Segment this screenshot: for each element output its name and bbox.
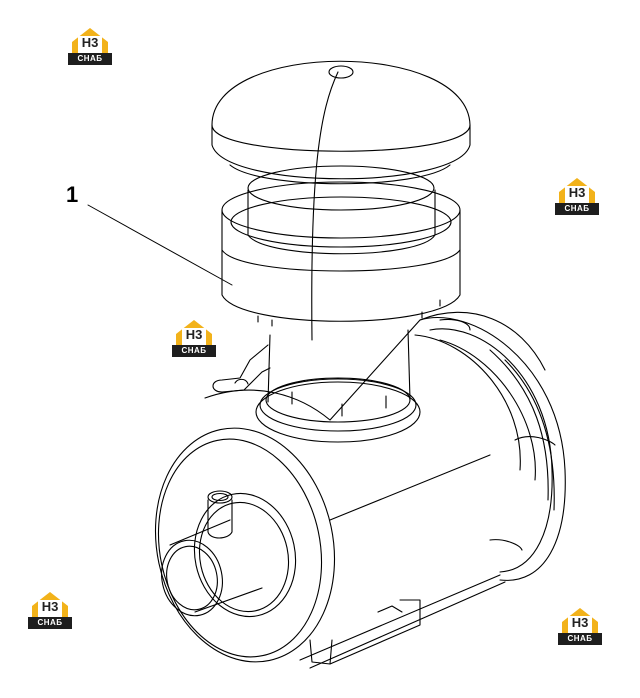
house-logo-icon [68,28,112,65]
house-logo-icon [172,320,216,357]
precleaner-cap [211,60,471,341]
house-logo-icon [558,608,602,645]
watermark-logo: H3 СНАБ [28,588,72,630]
callout-number: 1 [66,182,79,207]
inlet-tube [212,329,421,443]
filter-housing [154,311,566,669]
house-logo-icon [28,592,72,629]
watermark-logo: H3 СНАБ [555,174,599,216]
watermark-logo: H3 СНАБ [68,24,112,66]
callout-leader [87,204,233,286]
house-logo-icon [555,178,599,215]
watermark-logo: H3 СНАБ [172,316,216,358]
watermark-logo: H3 СНАБ [558,604,602,646]
